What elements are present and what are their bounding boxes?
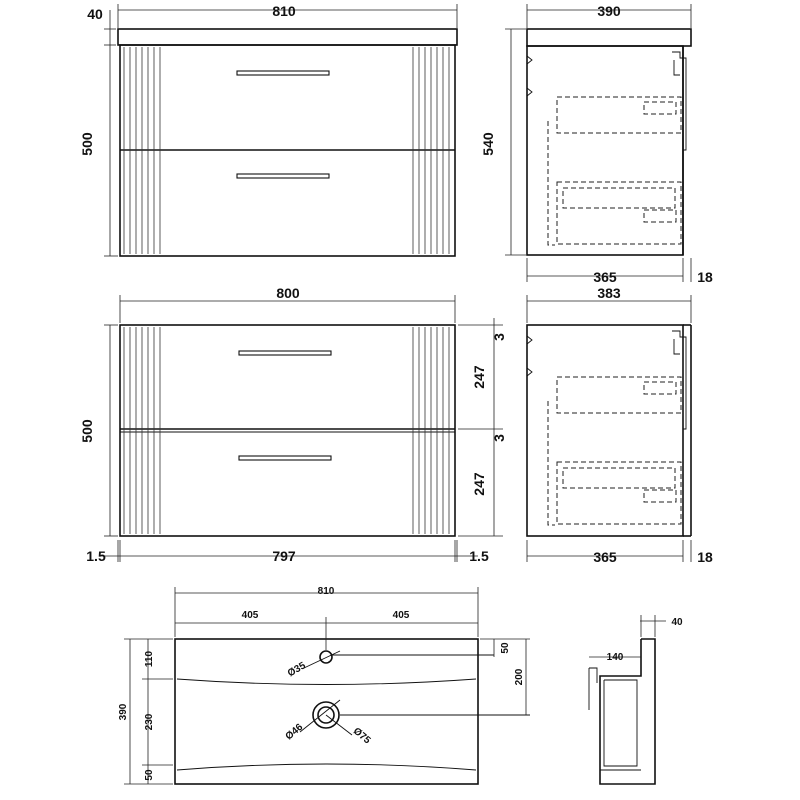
worktop-side <box>526 28 692 47</box>
dimension-label: 390 <box>118 703 129 720</box>
dimension-label: 405 <box>242 610 259 621</box>
dimension-label: 405 <box>393 610 410 621</box>
basin-outline <box>174 638 479 785</box>
tap-hole <box>319 650 333 664</box>
side-elevation-top <box>505 4 692 282</box>
dimension-label: 540 <box>480 132 496 156</box>
dimension-label: 110 <box>144 650 155 667</box>
dimension-label: 390 <box>597 3 621 19</box>
dimension-label: 40 <box>671 617 683 628</box>
waste-hole <box>317 706 335 724</box>
dimension-label: 247 <box>471 472 487 496</box>
bowl-front-edge <box>176 763 477 771</box>
drawer-handle <box>238 350 332 356</box>
left-fluting <box>123 327 161 534</box>
dimension-label: 365 <box>593 269 617 285</box>
front-elevation-bottom <box>100 295 503 562</box>
cabinet-side <box>526 324 684 537</box>
dimension-label: 1.5 <box>86 548 106 564</box>
cabinet-side <box>526 45 684 256</box>
dimension-label: 200 <box>514 668 525 685</box>
dimension-label: 810 <box>318 586 335 597</box>
right-fluting <box>412 47 450 254</box>
dimension-label: 797 <box>272 548 296 564</box>
drawer-handle <box>238 455 332 461</box>
dimension-label: 18 <box>697 269 713 285</box>
dimension-label: 500 <box>79 132 95 156</box>
dimension-label: 365 <box>593 549 617 565</box>
dimension-label: 3 <box>491 434 507 442</box>
dimension-label: 40 <box>87 6 103 22</box>
dimension-label: Ø75 <box>351 726 373 747</box>
dimension-label: 810 <box>272 3 296 19</box>
right-fluting <box>412 327 450 534</box>
cabinet-body <box>119 324 456 537</box>
side-elevation-bottom <box>526 295 692 562</box>
left-fluting <box>123 47 161 254</box>
dimension-label: 383 <box>597 285 621 301</box>
dimension-label: Ø46 <box>284 722 306 743</box>
dimension-label: 50 <box>500 642 511 654</box>
bowl-back-edge <box>176 678 477 685</box>
drawer-handle <box>236 173 330 179</box>
dimension-label: 18 <box>697 549 713 565</box>
waste-outer <box>312 701 340 729</box>
dimension-label: Ø35 <box>286 660 308 679</box>
basin-section <box>588 615 666 785</box>
dimension-label: 230 <box>144 713 155 730</box>
dimension-label: 247 <box>471 365 487 389</box>
drawer-handle <box>236 70 330 76</box>
dimension-label: 500 <box>79 419 95 443</box>
dimension-label: 3 <box>491 333 507 341</box>
basin-plan <box>124 587 530 785</box>
dimension-label: 800 <box>276 285 300 301</box>
front-elevation-top <box>104 4 458 257</box>
dimension-label: 50 <box>144 769 155 781</box>
worktop <box>117 28 458 46</box>
dimension-label: 1.5 <box>469 548 489 564</box>
dimension-label: 140 <box>607 652 624 663</box>
